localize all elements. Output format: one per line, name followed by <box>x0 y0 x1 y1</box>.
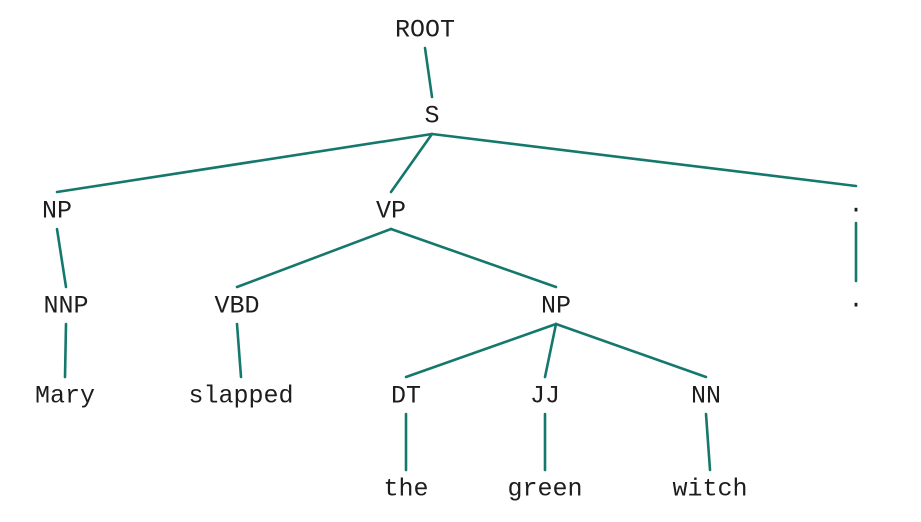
tree-edges-group <box>55 46 858 472</box>
tree-edge-s-punct1 <box>430 132 858 188</box>
tree-node-witch: witch <box>672 475 747 504</box>
tree-edge-vp-np2 <box>389 227 558 289</box>
tree-nodes-group: ROOT S NP VP. NNP VBD NP. Mary slapped DT JJ NN the g… <box>35 16 864 504</box>
tree-edge-np1-nnp <box>55 227 68 289</box>
tree-node-vbd: VBD <box>214 292 259 321</box>
tree-node-np1: NP <box>42 197 72 226</box>
tree-edge-np2-jj <box>543 322 558 379</box>
tree-node-the: the <box>383 475 428 504</box>
tree-node-nn: NN <box>691 382 721 411</box>
tree-node-dt: DT <box>391 382 421 411</box>
tree-edge-nn-witch <box>704 412 712 472</box>
tree-edge-root-s <box>423 46 434 99</box>
tree-edge-s-vp <box>389 132 434 194</box>
tree-node-s: S <box>424 102 439 131</box>
tree-edge-s-np1 <box>55 132 434 194</box>
tree-node-mary: Mary <box>35 382 95 411</box>
tree-edge-vbd-slapped <box>235 322 243 379</box>
tree-node-punct2: . <box>848 286 863 315</box>
tree-edge-np2-dt <box>404 322 558 379</box>
tree-node-green: green <box>507 475 582 504</box>
tree-edge-vp-vbd <box>235 227 393 289</box>
tree-edge-nnp-mary <box>63 322 68 379</box>
tree-edge-np2-nn <box>554 322 708 379</box>
tree-node-jj: JJ <box>530 382 560 411</box>
tree-node-np2: NP <box>541 292 571 321</box>
tree-node-nnp: NNP <box>43 292 88 321</box>
tree-node-vp: VP <box>376 197 406 226</box>
tree-node-slapped: slapped <box>188 382 293 411</box>
tree-node-punct1: . <box>848 191 863 220</box>
tree-node-root: ROOT <box>395 16 455 45</box>
